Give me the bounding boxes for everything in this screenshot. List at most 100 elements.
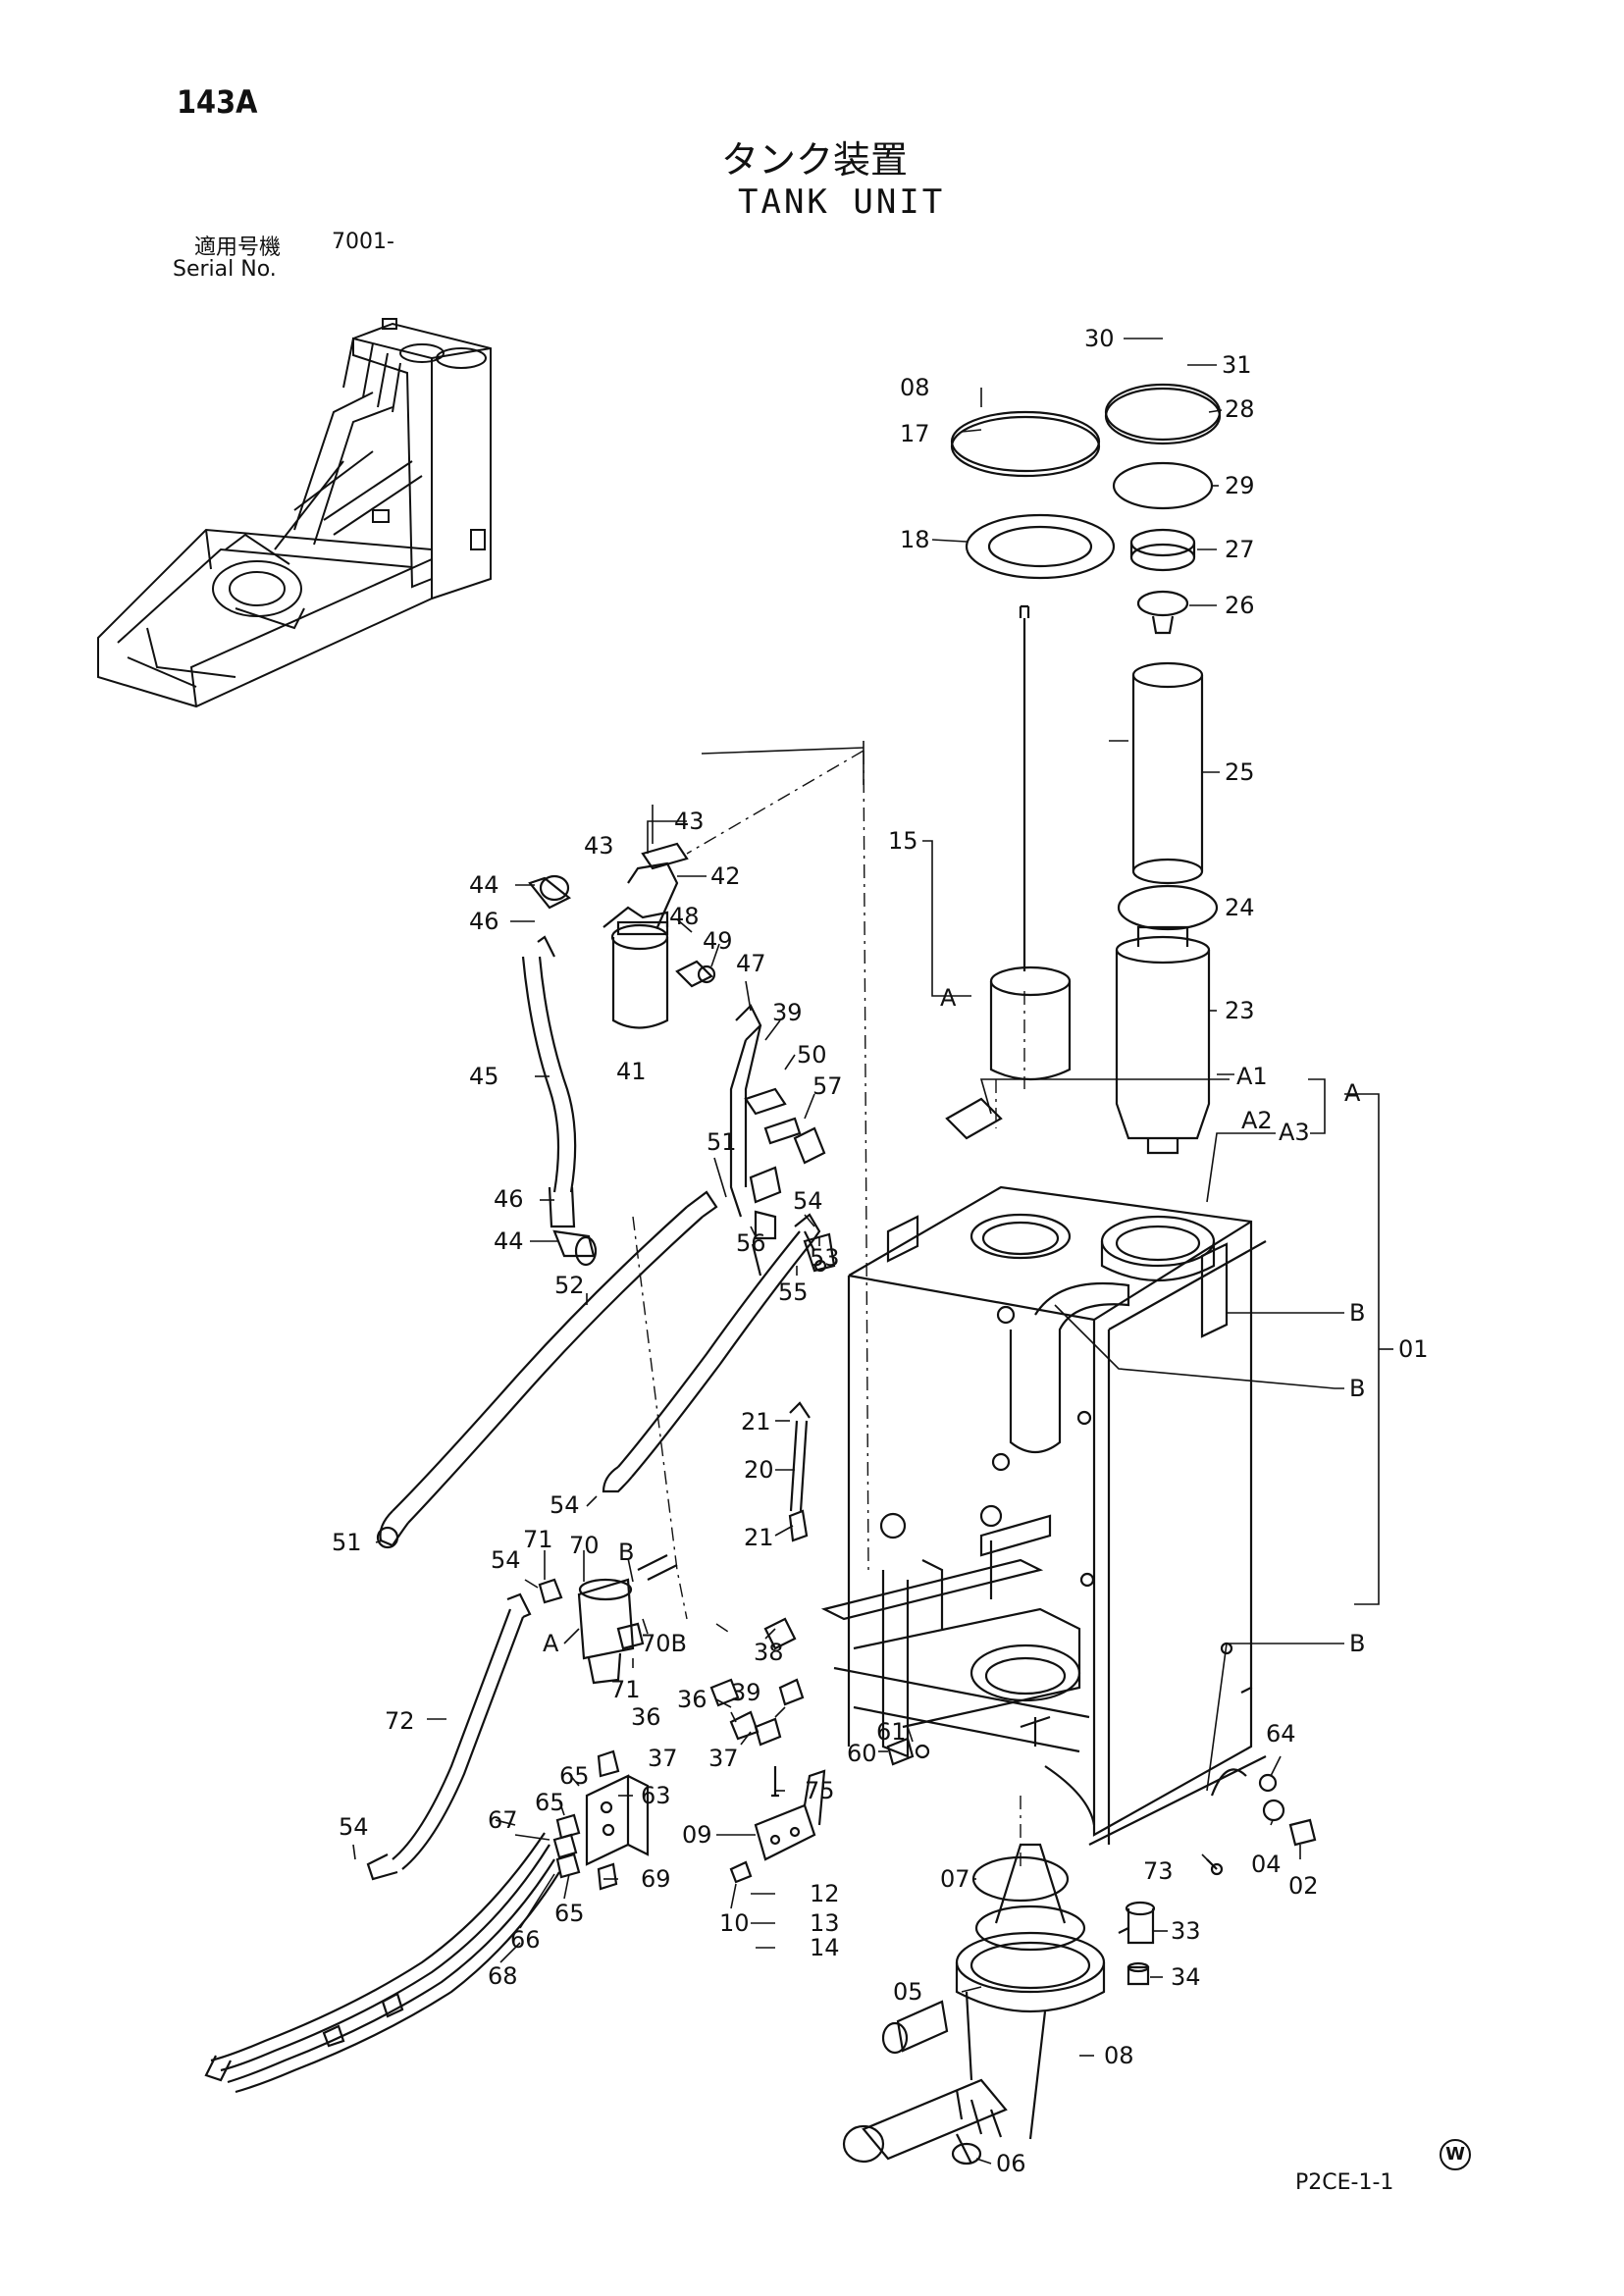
label-61: 61 — [876, 1718, 907, 1746]
serial-label-english: Serial No. — [173, 257, 277, 282]
label-34: 34 — [1171, 1963, 1201, 1991]
return-filter-assembly — [528, 842, 836, 1277]
label-64: 64 — [1266, 1720, 1296, 1748]
label-65-top: 65 — [559, 1762, 590, 1790]
part-number-labels: 30 31 08 28 17 29 18 27 26 25 15 24 23 A… — [332, 325, 1429, 2177]
serial-value: 7001- — [332, 230, 394, 254]
bracket-09 — [729, 1766, 826, 1884]
title-japanese: タンク装置 — [721, 138, 909, 182]
label-36-right: 36 — [677, 1686, 707, 1713]
label-63: 63 — [641, 1782, 671, 1809]
label-39-top: 39 — [772, 999, 803, 1026]
label-46-top: 46 — [469, 908, 499, 935]
label-44-bottom: 44 — [494, 1227, 524, 1255]
suction-strainer-assembly — [842, 1843, 1106, 2166]
label-10: 10 — [719, 1909, 750, 1937]
label-43-top: 43 — [674, 808, 705, 835]
label-43: 43 — [584, 832, 614, 860]
label-08-top: 08 — [900, 374, 930, 401]
label-27: 27 — [1225, 536, 1255, 563]
label-12: 12 — [810, 1880, 840, 1907]
label-38: 38 — [754, 1639, 784, 1666]
label-66: 66 — [510, 1926, 541, 1954]
label-47: 47 — [736, 950, 766, 977]
label-A-small: A — [543, 1630, 559, 1657]
leader-lines — [352, 338, 1393, 2165]
label-41: 41 — [616, 1058, 647, 1085]
label-48: 48 — [669, 903, 700, 930]
label-46-bottom: 46 — [494, 1185, 524, 1213]
label-39-bottom: 39 — [731, 1679, 761, 1706]
hose-72 — [366, 1592, 532, 1881]
hose-55 — [602, 1213, 821, 1493]
label-31: 31 — [1222, 351, 1252, 379]
label-B-2: B — [1349, 1375, 1365, 1402]
label-54-top: 54 — [793, 1187, 823, 1215]
label-02: 02 — [1288, 1872, 1319, 1900]
machine-overview-thumbnail — [97, 318, 492, 708]
label-08-bottom: 08 — [1104, 2042, 1134, 2069]
label-B-3: B — [1349, 1630, 1365, 1657]
label-60: 60 — [847, 1740, 877, 1767]
label-25: 25 — [1225, 758, 1255, 786]
misc-fittings — [709, 1617, 930, 1766]
label-57: 57 — [812, 1072, 843, 1100]
label-53: 53 — [810, 1244, 840, 1272]
label-04: 04 — [1251, 1851, 1282, 1878]
valve-70 — [538, 1554, 678, 1685]
label-21-top: 21 — [741, 1408, 771, 1435]
label-13: 13 — [810, 1909, 840, 1937]
label-68: 68 — [488, 1962, 518, 1990]
label-A3: A3 — [1279, 1119, 1310, 1146]
label-70B: 70B — [641, 1630, 687, 1657]
label-A2: A2 — [1241, 1107, 1273, 1134]
label-75: 75 — [805, 1777, 835, 1804]
label-A1: A1 — [1236, 1063, 1268, 1090]
document-code: P2CE-1-1 — [1295, 2170, 1394, 2195]
hose-52 — [376, 1190, 718, 1549]
label-50: 50 — [797, 1041, 827, 1069]
label-45: 45 — [469, 1063, 499, 1090]
label-71-bottom: 71 — [610, 1676, 641, 1703]
label-51-top: 51 — [707, 1128, 737, 1156]
label-28: 28 — [1225, 395, 1255, 423]
label-B-small: B — [618, 1539, 634, 1566]
label-51-bottom: 51 — [332, 1529, 362, 1556]
label-B-1: B — [1349, 1299, 1365, 1327]
label-56: 56 — [736, 1229, 766, 1257]
reference-dash-lines — [632, 750, 1025, 1869]
label-A-assembly: A — [1344, 1079, 1361, 1107]
label-30: 30 — [1084, 325, 1115, 352]
serial-label-japanese: 適用号機 — [194, 235, 282, 260]
label-A-15: A — [940, 984, 957, 1012]
label-29: 29 — [1225, 472, 1255, 499]
label-72: 72 — [385, 1707, 415, 1735]
label-17: 17 — [900, 420, 930, 447]
watermark-circle-w: W — [1440, 2139, 1471, 2170]
label-26: 26 — [1225, 592, 1255, 619]
title-english: TANK UNIT — [738, 183, 946, 222]
label-54-bottom: 54 — [339, 1813, 369, 1841]
label-69: 69 — [641, 1865, 671, 1893]
upper-cover-plates — [950, 383, 1222, 1155]
label-09: 09 — [682, 1821, 712, 1849]
label-07: 07 — [940, 1865, 970, 1893]
label-37: 37 — [708, 1745, 739, 1772]
label-44-top: 44 — [469, 871, 499, 899]
label-54-left: 54 — [491, 1546, 521, 1574]
label-06: 06 — [996, 2150, 1026, 2177]
label-71-top: 71 — [523, 1526, 553, 1553]
label-52: 52 — [554, 1272, 585, 1299]
manifold-block-63 — [552, 1749, 650, 1891]
label-49: 49 — [703, 927, 733, 955]
hose-20 — [788, 1401, 811, 1542]
label-18: 18 — [900, 526, 930, 553]
label-36-left: 36 — [631, 1703, 661, 1731]
label-54-mid: 54 — [550, 1491, 580, 1519]
label-65-bottom: 65 — [554, 1900, 585, 1927]
label-42: 42 — [710, 862, 741, 890]
label-05: 05 — [893, 1978, 923, 2006]
label-73: 73 — [1143, 1857, 1174, 1885]
